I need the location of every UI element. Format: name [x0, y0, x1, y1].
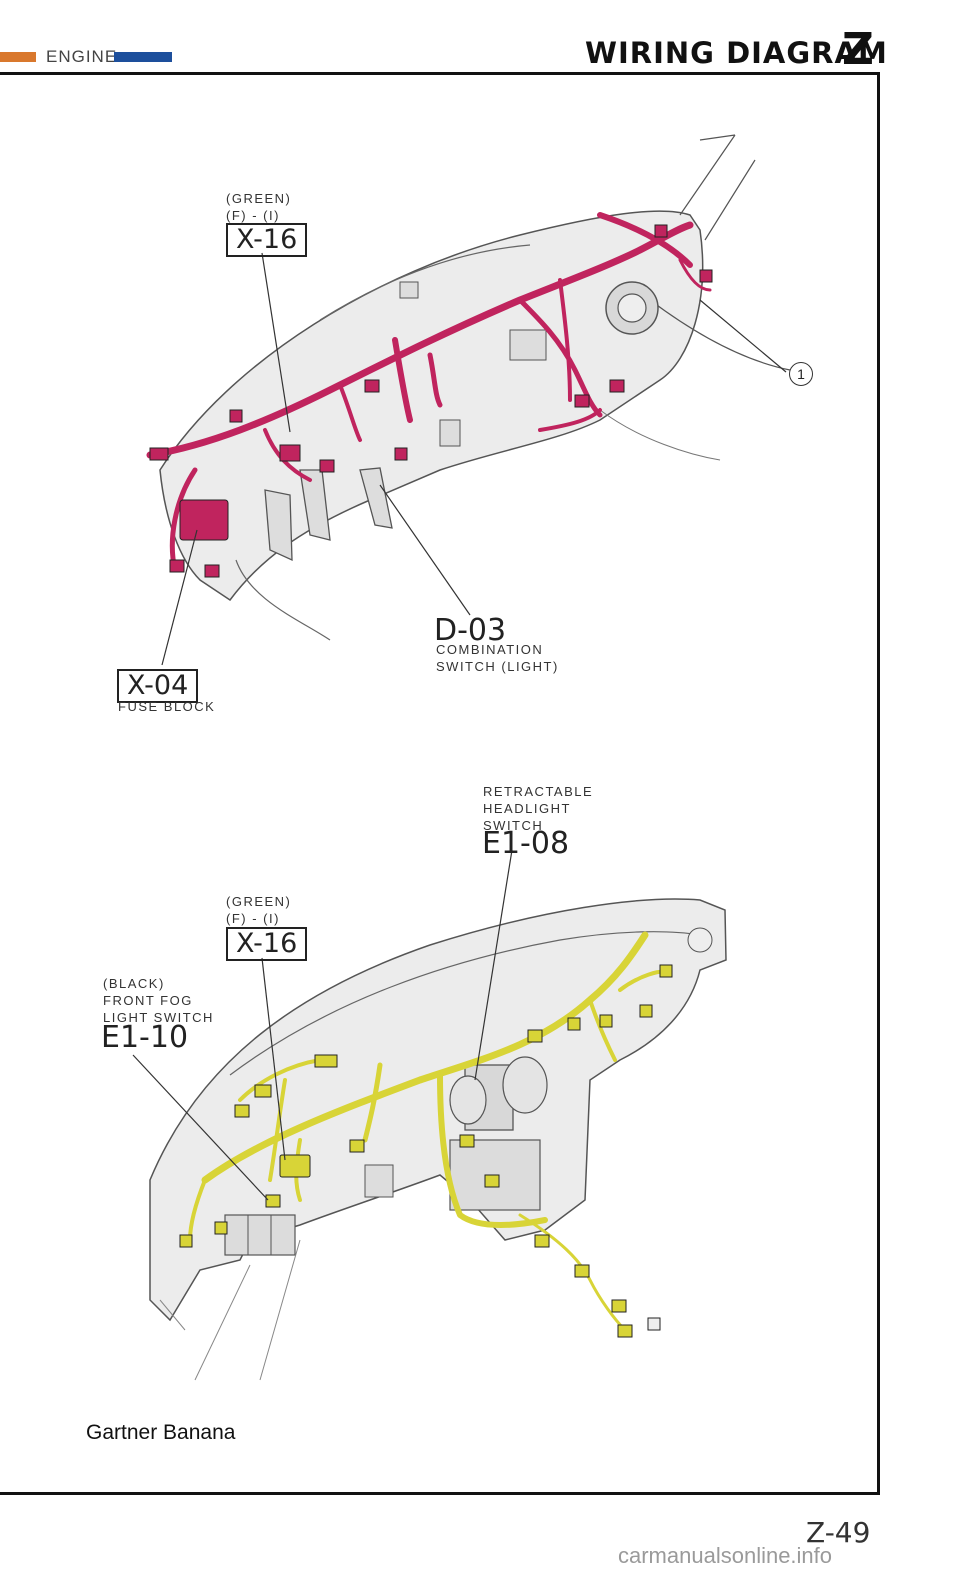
wiring-illustration — [132, 134, 791, 1381]
x04-name: FUSE BLOCK — [118, 699, 216, 714]
top-connectors — [149, 224, 713, 578]
e108-name-line3: SWITCH — [483, 818, 544, 833]
section-label: ENGINE — [46, 47, 118, 66]
watermark-text: Gartner Banana — [86, 1421, 236, 1444]
header-rule — [0, 72, 880, 75]
site-watermark: carmanualsonline.info — [618, 1543, 833, 1568]
frame-bottom-border — [0, 1492, 880, 1495]
e108-name-line1: RETRACTABLE — [483, 784, 594, 799]
e108-name-line2: HEADLIGHT — [483, 801, 571, 816]
page-title: WIRING DIAGRAM — [585, 36, 888, 70]
e110-code: E1-10 — [101, 1020, 189, 1055]
bottom-leader-lines — [132, 849, 513, 1201]
frame-right-border — [877, 72, 880, 1495]
x16-top-color-note: (GREEN) — [226, 191, 292, 206]
callout-1: 1 — [789, 362, 813, 386]
x16-top-code: X-16 — [226, 223, 308, 257]
e110-name-line2: LIGHT SWITCH — [103, 1010, 214, 1025]
x04-code: X-04 — [117, 669, 199, 703]
d03-code: D-03 — [434, 613, 507, 648]
x16-bottom-code: X-16 — [226, 927, 308, 961]
top-harness — [146, 212, 712, 573]
x16-bottom-color-note: (GREEN) — [226, 894, 292, 909]
chapter-letter: Z — [842, 24, 874, 75]
e110-name-line1: FRONT FOG — [103, 993, 193, 1008]
x16-top-terminal-note: (F) - (I) — [226, 208, 280, 223]
d03-name-line2: SWITCH (LIGHT) — [436, 659, 559, 674]
top-leader-lines — [161, 252, 787, 666]
page-number: Z-49 — [806, 1516, 871, 1549]
e108-code: E1-08 — [482, 826, 570, 861]
header-blue-bar — [114, 52, 172, 62]
top-dashboard-panel — [159, 134, 791, 641]
bottom-dashboard-panel — [149, 898, 727, 1381]
bottom-connectors — [179, 964, 673, 1338]
e110-color-note: (BLACK) — [103, 976, 165, 991]
d03-name-line1: COMBINATION — [436, 642, 544, 657]
header-orange-bar — [0, 52, 36, 62]
x16-bottom-terminal-note: (F) - (I) — [226, 911, 280, 926]
